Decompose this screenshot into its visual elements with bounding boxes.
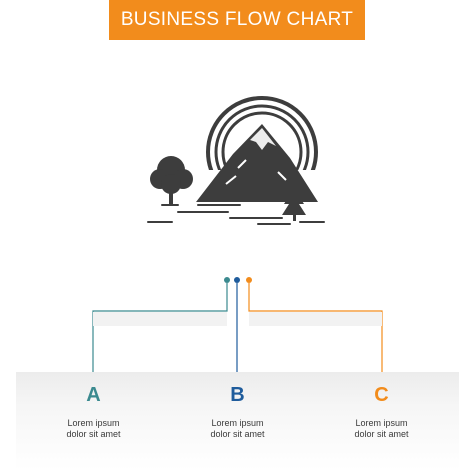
connector-dot-c: [246, 277, 252, 283]
step-text-b-line1: Lorem ipsum: [211, 418, 264, 428]
ground-lines-icon: [147, 204, 325, 225]
step-text-a-line1: Lorem ipsum: [67, 418, 120, 428]
step-text-b-line2: dolor sit amet: [210, 429, 265, 439]
title-banner: BUSINESS FLOW CHART: [109, 0, 365, 40]
step-card-c: C Lorem ipsum dolor sit amet: [304, 372, 459, 470]
step-text-b: Lorem ipsum dolor sit amet: [160, 418, 315, 440]
connector-dot-a: [224, 277, 230, 283]
snow-cap-icon: [250, 128, 276, 150]
sun-rings-icon: [206, 96, 318, 170]
page-title: BUSINESS FLOW CHART: [120, 9, 354, 30]
connector-shadow-right: [249, 312, 382, 326]
crevasse-icon: [225, 159, 287, 185]
step-card-a: A Lorem ipsum dolor sit amet: [16, 372, 171, 470]
step-text-c-line1: Lorem ipsum: [355, 418, 408, 428]
step-text-c-line2: dolor sit amet: [354, 429, 409, 439]
step-card-b: B Lorem ipsum dolor sit amet: [160, 372, 315, 470]
step-letter-a: A: [86, 384, 101, 406]
step-letter-b: B: [230, 384, 245, 406]
deciduous-tree-icon: [150, 156, 193, 204]
step-text-a: Lorem ipsum dolor sit amet: [16, 418, 171, 440]
connector-c: [248, 283, 383, 372]
connector-shadow-left: [93, 312, 227, 326]
pine-tree-icon: [282, 188, 306, 221]
step-text-a-line2: dolor sit amet: [66, 429, 121, 439]
step-letter-c: C: [374, 384, 389, 406]
connector-dot-b: [234, 277, 240, 283]
step-text-c: Lorem ipsum dolor sit amet: [304, 418, 459, 440]
connector-a: [92, 283, 228, 372]
